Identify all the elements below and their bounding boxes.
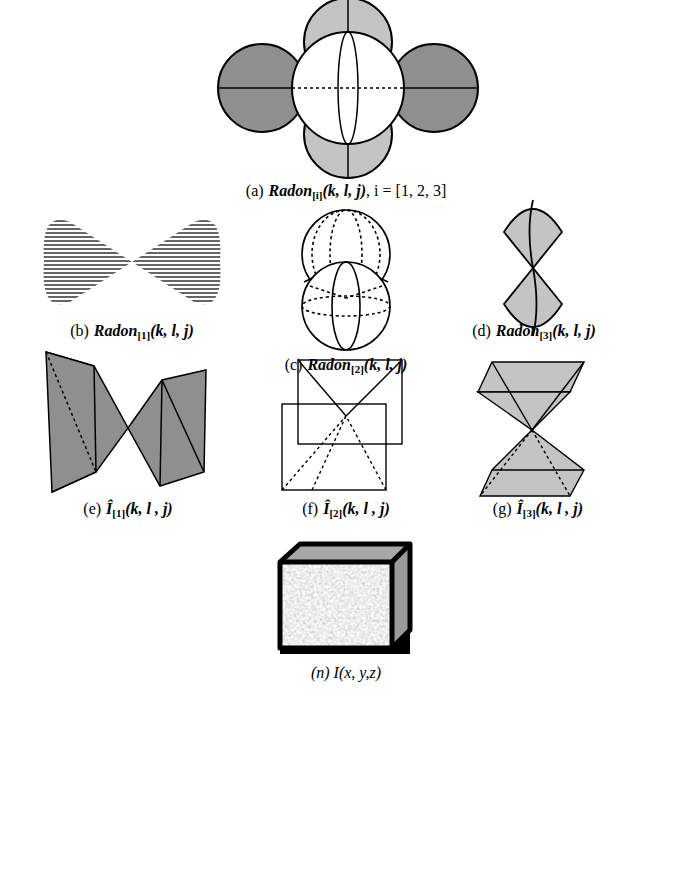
caption-text: (e) bbox=[83, 500, 101, 517]
caption-text: (b) bbox=[70, 322, 89, 339]
caption-text: (n) I(x, y,z) bbox=[311, 664, 381, 681]
caption-text: (g) bbox=[493, 500, 512, 517]
caption-text: (k, l , j) bbox=[125, 500, 173, 517]
caption-text: Î bbox=[106, 500, 112, 517]
caption-text: [2] bbox=[351, 363, 364, 375]
subfigure-caption: (e) Î[1](k, l , j) bbox=[83, 500, 172, 519]
caption-text: Radon bbox=[269, 182, 313, 199]
caption-text: Radon bbox=[307, 356, 351, 373]
volume-cube bbox=[280, 544, 410, 654]
caption-text: Î bbox=[323, 500, 329, 517]
projection-1 bbox=[46, 352, 206, 492]
subfigure-caption: (f) Î[2](k, l , j) bbox=[302, 500, 390, 519]
caption-text: [1] bbox=[137, 329, 150, 341]
caption-text: Radon bbox=[94, 322, 138, 339]
caption-text: (k, l , j) bbox=[342, 500, 390, 517]
radon-sphere-all bbox=[218, 0, 478, 178]
caption-text: (k, l, j) bbox=[150, 322, 194, 339]
caption-text: [3] bbox=[539, 329, 552, 341]
subfigure-caption: (g) Î[3](k, l , j) bbox=[493, 500, 583, 519]
caption-text: (d) bbox=[472, 322, 491, 339]
caption-text: (f) bbox=[302, 500, 318, 517]
caption-text: [3] bbox=[523, 507, 536, 519]
caption-text: Radon bbox=[496, 322, 540, 339]
caption-text: (k, l, j) bbox=[364, 356, 408, 373]
projection-2 bbox=[282, 360, 402, 490]
subfigure-caption: (c)Radon[2](k, l, j) bbox=[285, 356, 408, 375]
subfigure-caption: (a) Radon[i](k, l, j), i = [1, 2, 3] bbox=[246, 182, 446, 201]
subfigure-caption: (d) Radon[3](k, l, j) bbox=[472, 322, 596, 341]
caption-text: [2] bbox=[329, 507, 342, 519]
caption-text: (k, l, j) bbox=[323, 182, 367, 199]
caption-text: [i] bbox=[312, 189, 322, 201]
caption-text: (k, l , j) bbox=[536, 500, 584, 517]
radon-1-hatched bbox=[44, 220, 221, 305]
radon-3-cones bbox=[504, 200, 562, 336]
caption-text: (k, l, j) bbox=[552, 322, 596, 339]
projection-3 bbox=[478, 362, 584, 496]
caption-text: (c) bbox=[285, 356, 303, 373]
subfigure-caption: (n) I(x, y,z) bbox=[311, 664, 381, 682]
caption-text: Î bbox=[517, 500, 523, 517]
radon-2-spheres bbox=[302, 210, 390, 350]
subfigure-caption: (b) Radon[1](k, l, j) bbox=[70, 322, 194, 341]
caption-text: (a) bbox=[246, 182, 264, 199]
caption-text: , i = [1, 2, 3] bbox=[366, 182, 446, 199]
caption-text: [1] bbox=[112, 507, 125, 519]
